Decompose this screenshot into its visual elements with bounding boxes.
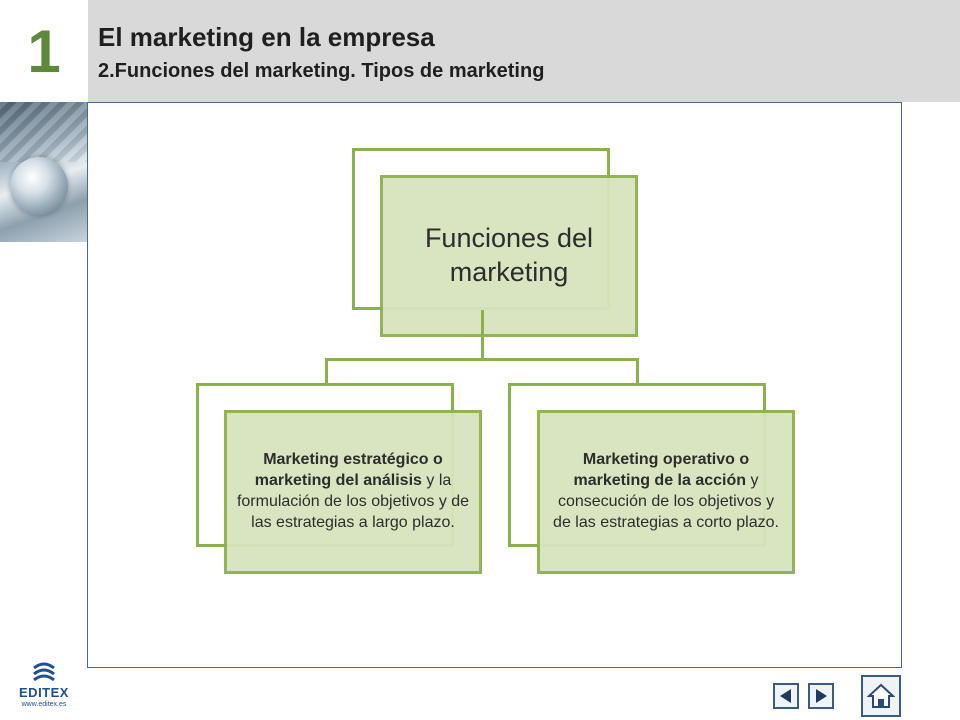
connector-root-down (481, 310, 484, 360)
globe-photo (0, 102, 88, 242)
strategic-description: y la formulación de los objetivos y de l… (236, 472, 470, 531)
editex-logo: EDITEX www.editex.es (14, 662, 74, 710)
chapter-number: 1 (27, 17, 61, 85)
connector-right-down (636, 358, 639, 384)
child-node-strategic-text: Marketing estratégico o marketing del an… (235, 450, 471, 533)
page-subtitle: 2.Funciones del marketing. Tipos de mark… (98, 60, 545, 82)
glass-globe-image (10, 157, 68, 215)
home-button[interactable] (861, 675, 901, 717)
operative-title: Marketing operativo o marketing de la ac… (573, 451, 750, 490)
child-node-operative: Marketing operativo o marketing de la ac… (537, 410, 795, 574)
editex-logo-url: www.editex.es (21, 701, 67, 708)
connector-left-down (325, 358, 328, 384)
child-node-operative-text: Marketing operativo o marketing de la ac… (548, 450, 784, 533)
root-node-label: Funciones del marketing (424, 223, 594, 287)
prev-button[interactable] (773, 683, 799, 709)
root-node: Funciones del marketing (380, 175, 638, 337)
child-node-strategic: Marketing estratégico o marketing del an… (224, 410, 482, 574)
home-icon (867, 683, 895, 708)
next-button[interactable] (808, 683, 834, 709)
keyboard-texture (0, 102, 88, 162)
operative-description: y consecución de los objetivos y de las … (553, 472, 779, 531)
triangle-left-icon (780, 689, 791, 703)
strategic-title: Marketing estratégico o marketing del an… (254, 451, 443, 490)
triangle-right-icon (816, 689, 827, 703)
page-title: El marketing en la empresa (98, 22, 435, 52)
editex-logo-name: EDITEX (19, 685, 69, 700)
editex-logo-icon (14, 662, 74, 686)
connector-horizontal (325, 358, 639, 361)
header-bar (88, 0, 960, 102)
